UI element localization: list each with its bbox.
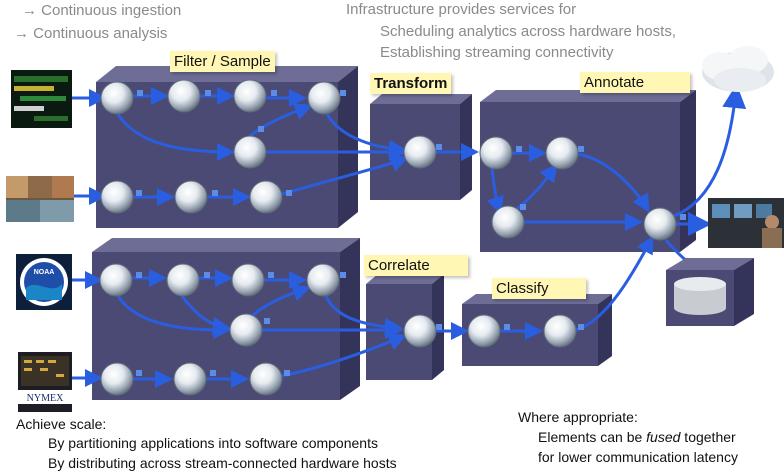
processing-node <box>249 362 283 396</box>
footer-fused-line-2: for lower communication latency <box>538 449 738 465</box>
header-scheduling: Scheduling analytics across hardware hos… <box>380 23 676 40</box>
noaa-text: NOAA <box>34 269 55 276</box>
flow-arrow <box>575 235 654 332</box>
footer-scale-item-2: By distributing across stream-connected … <box>48 455 397 471</box>
flow-arrow <box>281 154 409 196</box>
fused-text-emphasis: fused <box>646 429 681 445</box>
processing-node <box>543 314 577 348</box>
cloud-icon <box>702 46 774 92</box>
flow-arrow <box>116 113 235 161</box>
nymex-text: NYMEX <box>27 393 64 404</box>
header-analysis: → Continuous analysis <box>14 25 168 42</box>
processing-node <box>166 263 200 297</box>
processing-node <box>467 314 501 348</box>
processing-node <box>643 207 677 241</box>
footer-scale-item-1: By partitioning applications into softwa… <box>48 435 378 451</box>
stage-label-transform: Transform <box>370 73 452 94</box>
flow-arrow <box>577 152 650 213</box>
processing-node <box>479 136 513 170</box>
processing-node <box>306 263 340 297</box>
processing-node <box>233 79 267 113</box>
fused-text-before: Elements can be <box>538 429 647 445</box>
footer-scale-title: Achieve scale: <box>16 416 107 432</box>
processing-node <box>167 79 201 113</box>
port-markers <box>136 90 686 376</box>
flow-arrow <box>673 84 747 218</box>
processing-node <box>545 136 579 170</box>
processing-node <box>100 81 134 115</box>
processing-node <box>403 135 437 169</box>
processing-node <box>100 180 134 214</box>
processing-node <box>173 362 207 396</box>
database-icon <box>666 258 754 326</box>
header-infrastructure: Infrastructure provides services for <box>346 1 577 18</box>
processing-node <box>233 135 267 169</box>
processing-node <box>249 180 283 214</box>
source-nymex-image: NYMEX <box>18 352 72 412</box>
flow-arrow <box>180 295 231 335</box>
processing-node <box>99 263 133 297</box>
stage-label-annotate: Annotate <box>580 72 690 93</box>
processing-node <box>491 205 525 239</box>
source-video-collage-image <box>6 176 74 222</box>
footer-fused-title: Where appropriate: <box>518 409 638 425</box>
stage-label-classify: Classify <box>492 278 586 299</box>
processing-node <box>403 314 437 348</box>
fused-text-after: together <box>680 429 736 445</box>
flow-arrow <box>249 103 313 138</box>
header-connectivity: Establishing streaming connectivity <box>380 44 614 61</box>
source-noaa-logo: NOAA <box>16 254 72 310</box>
processing-node <box>100 362 134 396</box>
source-stock-ticker-image <box>11 70 72 128</box>
flow-arrow <box>281 333 407 378</box>
operator-photo-image <box>708 198 784 248</box>
processing-node <box>229 313 263 347</box>
footer-fused-line-1: Elements can be fused together <box>538 428 736 446</box>
processing-node <box>231 263 265 297</box>
flow-arrow <box>251 284 311 318</box>
header-ingestion: → Continuous ingestion <box>22 2 182 19</box>
processing-node <box>307 81 341 115</box>
stage-label-correlate: Correlate <box>364 255 468 276</box>
processing-node <box>174 180 208 214</box>
stage-label-filter: Filter / Sample <box>170 51 275 72</box>
